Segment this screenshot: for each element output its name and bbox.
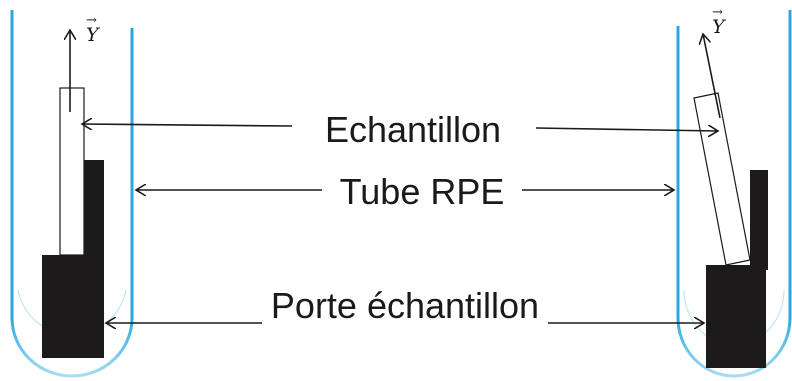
sample-arrow-right <box>535 128 718 131</box>
left-y-axis-label: Y <box>86 24 101 46</box>
right-sample-holder <box>706 170 768 368</box>
left-epr-tube <box>10 10 134 378</box>
right-epr-tube <box>676 10 792 378</box>
holder-label: Porte échantillon <box>271 285 539 326</box>
tube-pointer: Tube RPE <box>136 171 674 212</box>
holder-pointer: Porte échantillon <box>106 285 704 326</box>
left-y-axis-vector-arrow: → <box>86 13 97 28</box>
right-y-axis-label: Y <box>712 16 727 38</box>
left-y-axis: Y → <box>70 13 101 112</box>
right-tube-bottom <box>676 317 792 378</box>
right-holder-arm <box>750 170 768 270</box>
left-holder-base <box>42 255 104 358</box>
right-y-axis-vector-arrow: → <box>712 5 723 20</box>
left-holder-arm <box>84 160 104 260</box>
sample-pointer: Echantillon <box>82 109 718 150</box>
tube-label: Tube RPE <box>340 171 505 212</box>
sample-arrow-left <box>82 124 293 126</box>
right-sample <box>693 92 751 266</box>
right-y-axis: Y → <box>703 5 727 119</box>
left-tube-bottom <box>10 317 134 378</box>
sample-label: Echantillon <box>325 109 501 150</box>
right-holder-base <box>706 265 766 368</box>
left-sample-holder <box>42 160 104 358</box>
right-y-axis-line <box>703 34 721 119</box>
left-sample <box>59 87 85 256</box>
